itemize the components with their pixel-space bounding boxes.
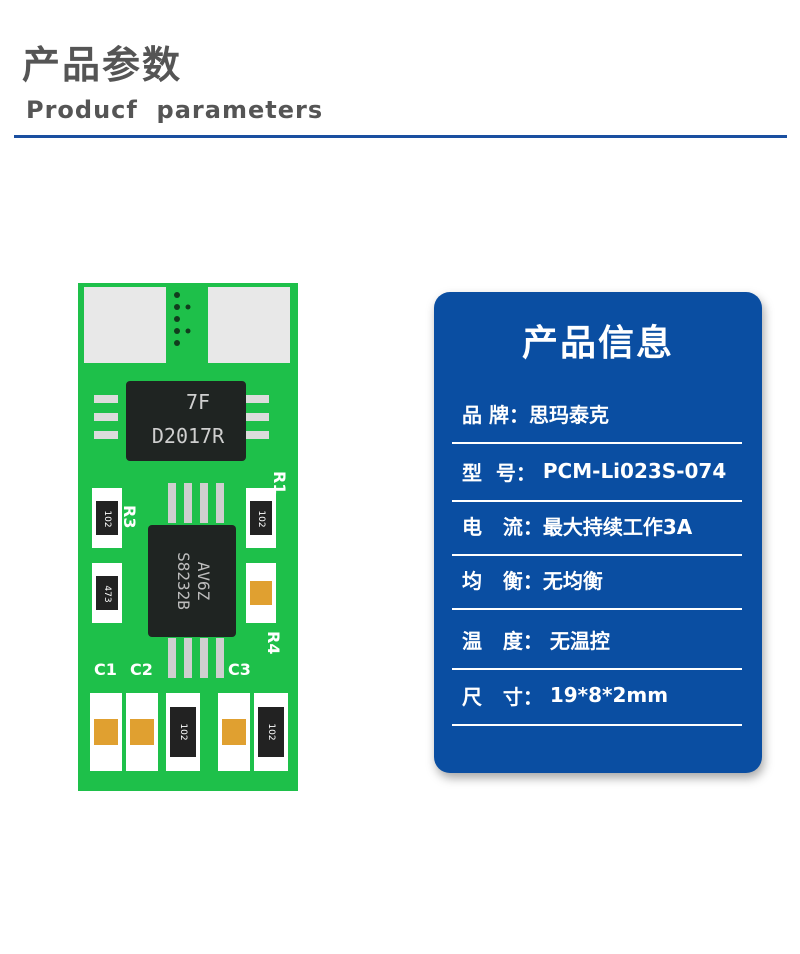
svg-text:C1: C1 bbox=[94, 660, 117, 679]
pcb-board-image: 7F D2017R AV6Z S8232B 102 bbox=[78, 283, 298, 791]
info-row-model: 型 号： PCM-Li023S-074 bbox=[452, 442, 742, 502]
product-photo: 7F D2017R AV6Z S8232B 102 bbox=[78, 283, 298, 791]
resistor-r4: 102 bbox=[246, 488, 276, 548]
svg-text:C3: C3 bbox=[228, 660, 251, 679]
row-value: 思玛泰克 bbox=[528, 402, 609, 427]
svg-text:102: 102 bbox=[178, 723, 188, 740]
row-label: 温 度： bbox=[462, 628, 543, 653]
row-value: 最大持续工作3A bbox=[542, 514, 693, 539]
chip-2-mark-bottom: S8232B bbox=[174, 552, 193, 610]
info-row-balance: 均 衡： 无均衡 bbox=[452, 550, 742, 610]
svg-text:102: 102 bbox=[102, 510, 112, 527]
svg-text:R4: R4 bbox=[264, 631, 283, 654]
info-row-size: 尺 寸： 19*8*2mm bbox=[452, 666, 742, 726]
resistor-r1: 473 bbox=[92, 563, 122, 623]
svg-text:473: 473 bbox=[102, 585, 112, 602]
svg-text:102: 102 bbox=[256, 510, 266, 527]
chip-1: 7F D2017R bbox=[94, 381, 269, 461]
row-value: 无温控 bbox=[542, 628, 610, 653]
section-subtitle: Producf parameters bbox=[26, 96, 324, 124]
svg-text:C2: C2 bbox=[130, 660, 153, 679]
chip-2-mark-top: AV6Z bbox=[194, 562, 213, 601]
row-value: 无均衡 bbox=[542, 568, 603, 593]
resistor-r3: 102 bbox=[92, 488, 122, 548]
product-info-card: 产品信息 品 牌： 思玛泰克 型 号： PCM-Li023S-074 电 流： … bbox=[434, 292, 762, 773]
row-label: 均 衡： bbox=[462, 568, 543, 593]
row-label: 尺 寸： bbox=[462, 684, 543, 709]
section-title: 产品参数 bbox=[22, 43, 183, 87]
row-label: 电 流： bbox=[462, 514, 543, 539]
bottom-components: 102 102 bbox=[90, 693, 288, 771]
chip-1-mark-top: 7F bbox=[186, 390, 210, 414]
row-label: 型 号： bbox=[462, 460, 536, 485]
row-value: 19*8*2mm bbox=[542, 683, 669, 707]
title-divider bbox=[14, 135, 787, 138]
chip-1-mark-bottom: D2017R bbox=[152, 424, 225, 448]
row-label: 品 牌： bbox=[462, 402, 529, 427]
info-row-brand: 品 牌： 思玛泰克 bbox=[452, 384, 742, 444]
svg-text:R1: R1 bbox=[270, 471, 289, 494]
chip-2: AV6Z S8232B bbox=[148, 483, 236, 678]
svg-text:102: 102 bbox=[266, 723, 276, 740]
card-title: 产品信息 bbox=[521, 323, 674, 364]
info-row-current: 电 流： 最大持续工作3A bbox=[452, 496, 742, 556]
row-value: PCM-Li023S-074 bbox=[535, 459, 727, 483]
capacitor-right bbox=[246, 563, 276, 623]
info-row-temperature: 温 度： 无温控 bbox=[452, 610, 742, 670]
svg-text:R3: R3 bbox=[120, 505, 139, 528]
